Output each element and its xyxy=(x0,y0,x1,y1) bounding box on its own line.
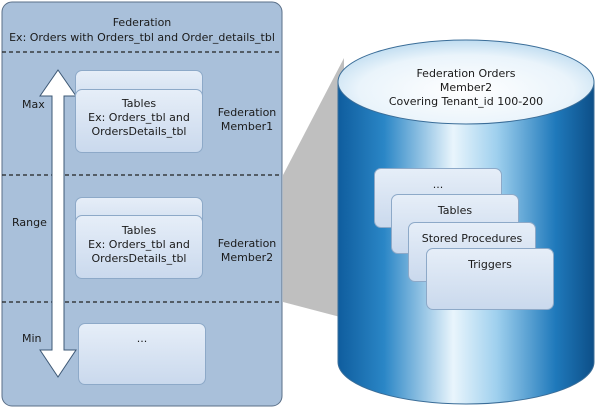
database-cylinder-top xyxy=(337,39,595,125)
db-object-triggers: Triggers xyxy=(468,258,512,271)
db-object-card xyxy=(426,248,554,310)
federation-subtitle: Ex: Orders with Orders_tbl and Order_det… xyxy=(9,31,275,44)
db-object-ellipsis: ... xyxy=(432,178,444,191)
db-object-tables: Tables xyxy=(437,204,473,217)
tables-card xyxy=(75,215,203,279)
federation-title: Federation xyxy=(112,16,172,29)
member1-tables-line1: Ex: Orders_tbl and xyxy=(88,111,190,124)
member1-tables-title: Tables xyxy=(121,97,157,110)
member2-name-line2: Member2 xyxy=(220,251,274,264)
more-members-card xyxy=(78,323,206,385)
db-title-line3: Covering Tenant_id 100-200 xyxy=(388,95,544,108)
max-label: Max xyxy=(22,98,45,111)
member1-tables-line2: OrdersDetails_tbl xyxy=(91,125,187,138)
range-arrow xyxy=(39,69,77,378)
connector-wedge xyxy=(283,58,344,318)
tables-card xyxy=(75,89,203,153)
min-label: Min xyxy=(22,332,42,345)
member1-name-line2: Member1 xyxy=(220,120,274,133)
member2-name-line1: Federation xyxy=(217,237,277,250)
db-title-line2: Member2 xyxy=(439,81,493,94)
member1-name-line1: Federation xyxy=(217,106,277,119)
db-object-stored-procedures: Stored Procedures xyxy=(421,232,523,245)
db-title-line1: Federation Orders xyxy=(416,67,516,80)
member2-tables-line1: Ex: Orders_tbl and xyxy=(88,238,190,251)
range-label: Range xyxy=(12,216,47,229)
member2-tables-title: Tables xyxy=(121,224,157,237)
more-members-ellipsis: ... xyxy=(136,332,148,345)
member2-tables-line2: OrdersDetails_tbl xyxy=(91,252,187,265)
